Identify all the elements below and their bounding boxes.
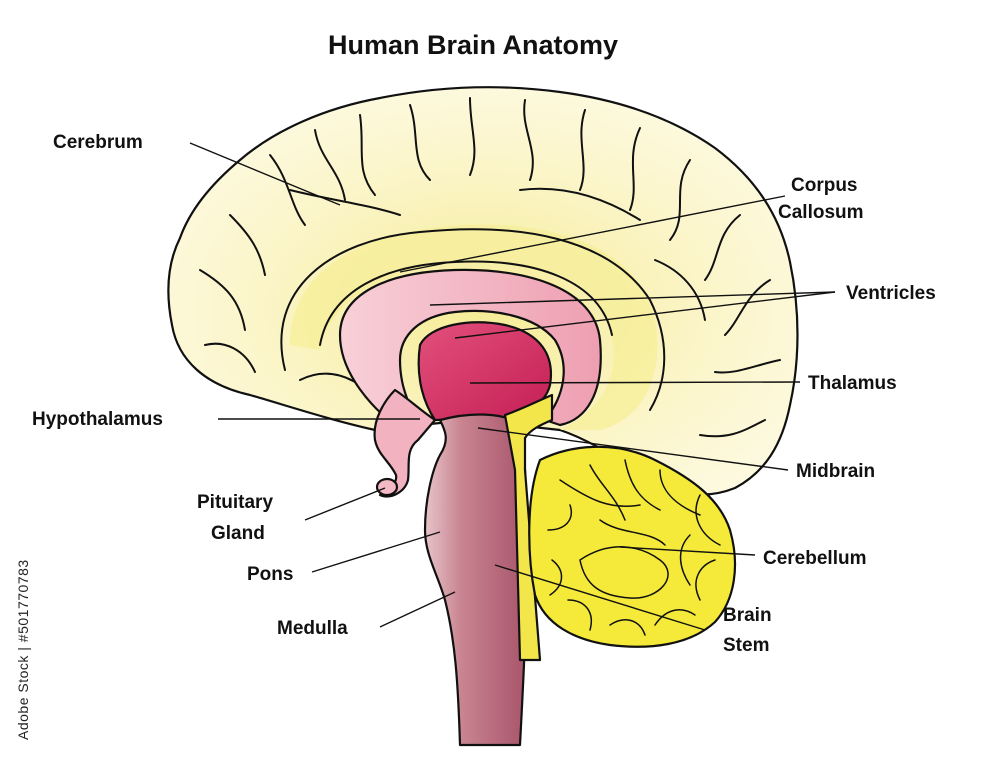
leader-thalamus: [469, 381, 801, 384]
label-brain-stem-1: Brain: [723, 605, 772, 626]
cerebellum: [528, 445, 737, 648]
label-thalamus: Thalamus: [808, 373, 897, 394]
leader-cerebrum: [189, 142, 341, 206]
stock-id-text: Adobe Stock | #501770783: [15, 559, 31, 740]
thalamus: [417, 321, 552, 422]
label-ventricles: Ventricles: [846, 283, 936, 304]
leader-medulla: [379, 591, 456, 628]
leader-cerebellum: [619, 546, 756, 556]
label-pituitary-1: Pituitary: [197, 492, 273, 513]
label-hypothalamus: Hypothalamus: [32, 409, 163, 430]
leader-brain-stem: [494, 564, 706, 631]
leader-pons: [311, 531, 441, 573]
label-midbrain: Midbrain: [796, 461, 875, 482]
label-medulla: Medulla: [277, 618, 348, 639]
label-pons: Pons: [247, 564, 293, 585]
leader-midbrain: [477, 427, 789, 471]
label-cerebellum: Cerebellum: [763, 548, 866, 569]
label-corpus-callosum-1: Corpus: [791, 175, 858, 196]
brain-stem: [423, 413, 529, 747]
leader-lines: [189, 142, 836, 631]
leader-ventricles-1: [429, 291, 836, 306]
ventricles: [338, 268, 602, 427]
leader-ventricles-2: [454, 291, 836, 339]
leader-corpus-callosum: [399, 195, 786, 273]
cerebellum-outline: [528, 445, 737, 648]
label-cerebrum: Cerebrum: [53, 132, 143, 153]
leader-pituitary: [304, 487, 386, 521]
hypothalamus: [373, 388, 437, 498]
diagram-title: Human Brain Anatomy: [328, 30, 618, 60]
label-brain-stem-2: Stem: [723, 635, 769, 656]
label-pituitary-2: Gland: [211, 523, 265, 544]
label-corpus-callosum-2: Callosum: [778, 202, 864, 223]
pituitary-gland: [375, 477, 399, 497]
